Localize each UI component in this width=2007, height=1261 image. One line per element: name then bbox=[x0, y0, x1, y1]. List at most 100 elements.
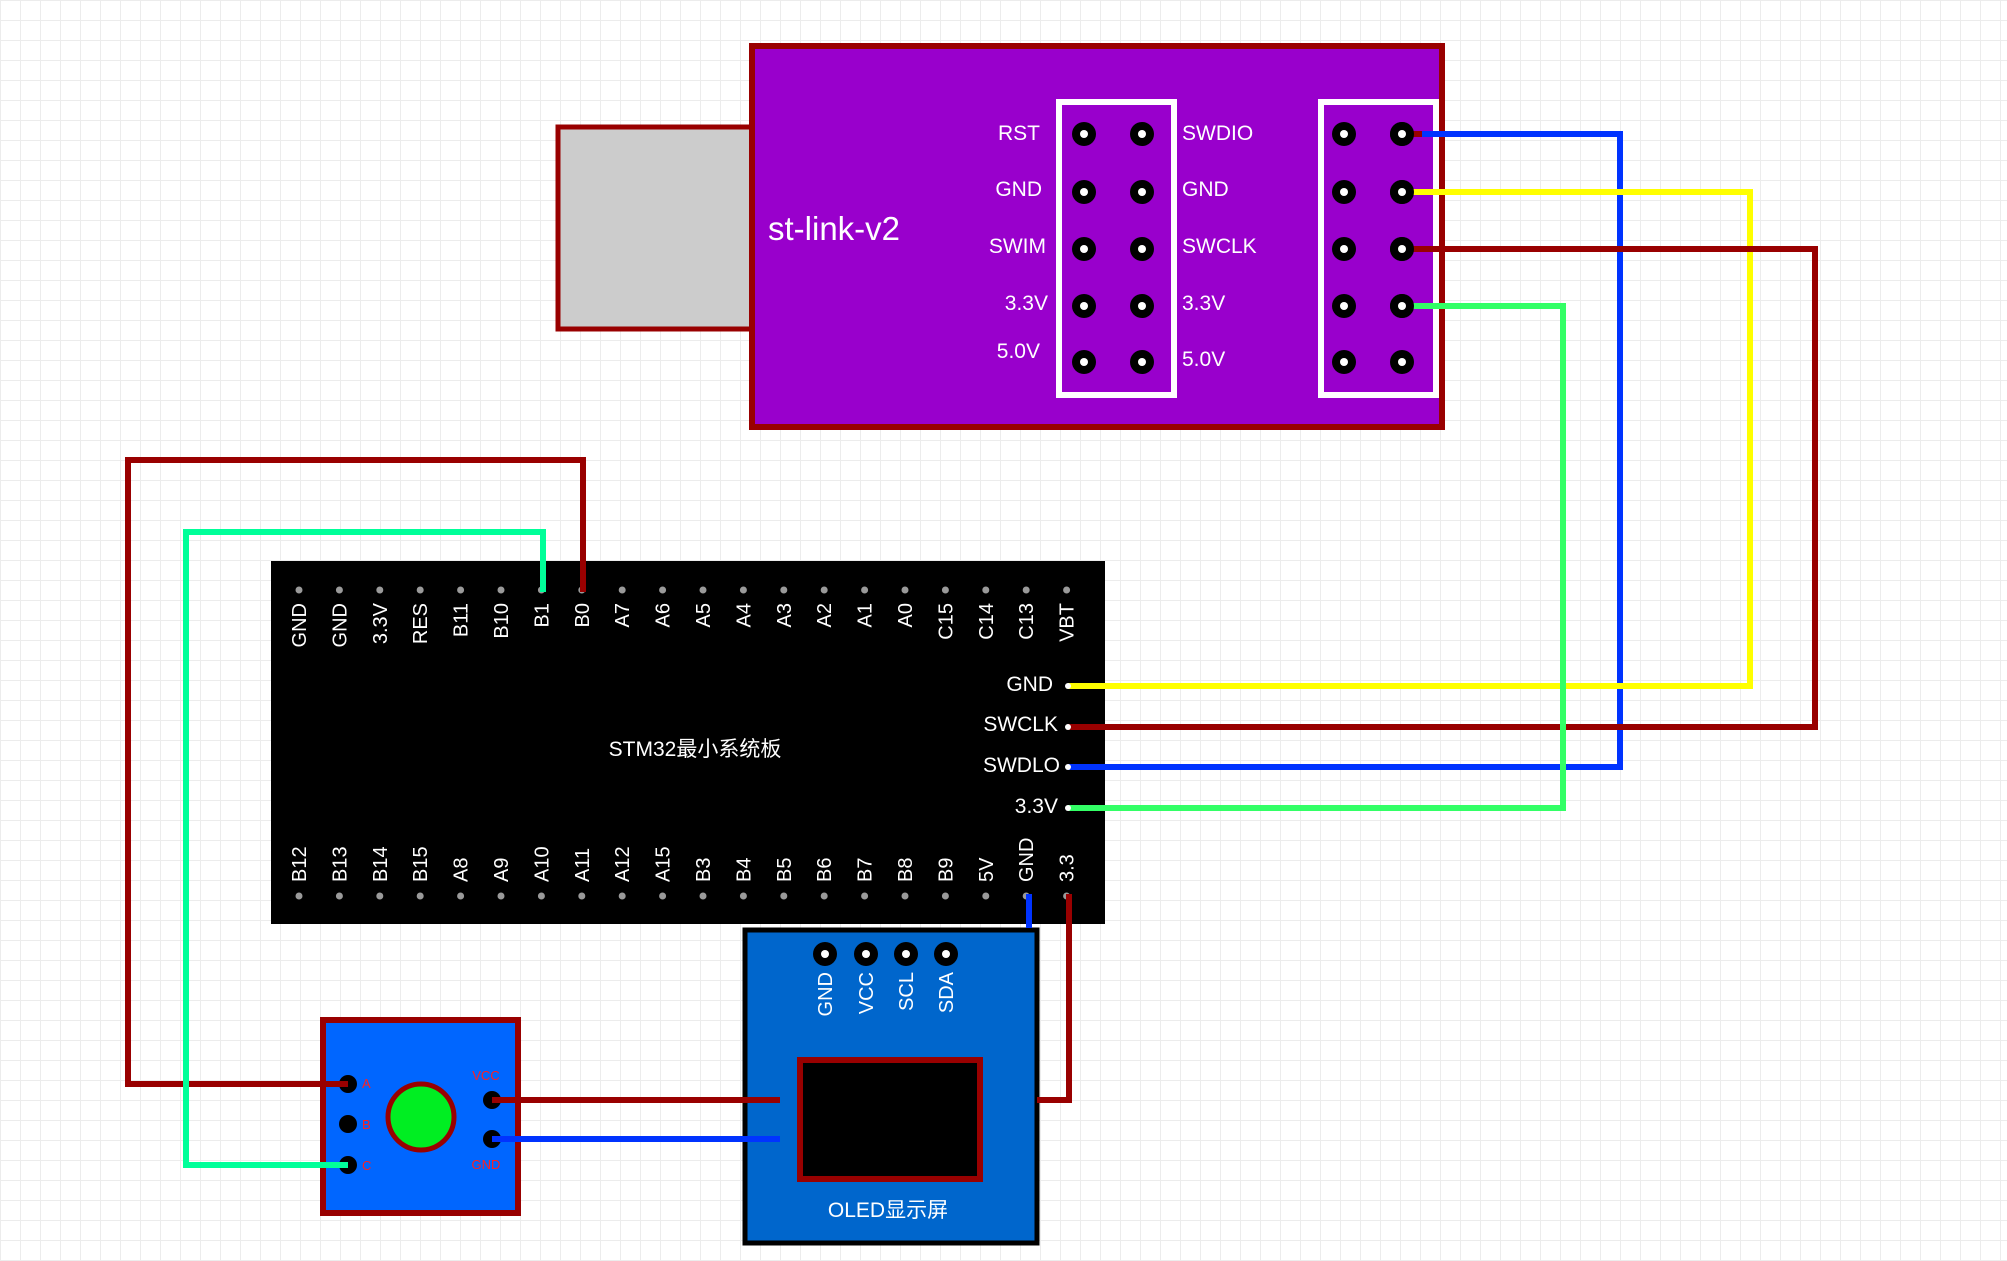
encoder-label-vcc: VCC bbox=[472, 1068, 499, 1083]
stm32-bottom-pin-dot bbox=[820, 892, 828, 900]
stm32-bottom-pin-dot bbox=[457, 892, 465, 900]
stm32-side-swclk: SWCLK bbox=[983, 713, 1058, 736]
stlink-pin-r1c1 bbox=[1072, 122, 1096, 146]
stm32-bottom-pin-dot bbox=[416, 892, 424, 900]
stlink-pin-r3c1 bbox=[1072, 237, 1096, 261]
stlink-label-rst: RST bbox=[998, 122, 1040, 145]
stlink-label-5v0b: 5.0V bbox=[1182, 348, 1225, 371]
stm32-top-pin-label: VBT bbox=[1057, 603, 1079, 642]
oled-pin-label: VCC bbox=[856, 972, 878, 1014]
stm32-top-pin-label: A3 bbox=[774, 603, 796, 627]
stm32-body bbox=[271, 561, 1105, 924]
stm32-side-pins: GND SWCLK SWDLO 3.3V bbox=[983, 673, 1060, 818]
stm32-bottom-pin-dot bbox=[780, 892, 788, 900]
stm32-top-pin-dot bbox=[780, 586, 788, 594]
stlink-pin-r2c3 bbox=[1332, 180, 1356, 204]
stm32-bottom-pin-label: A12 bbox=[612, 846, 634, 882]
encoder-label-b: B bbox=[362, 1117, 371, 1132]
stm32-top-pin-label: A5 bbox=[693, 603, 715, 627]
stlink-pin-r3c3 bbox=[1332, 237, 1356, 261]
stlink-label-gnd2: GND bbox=[1182, 178, 1229, 201]
stm32-bottom-pin-label: A10 bbox=[531, 846, 553, 882]
stlink-wire-pin bbox=[1390, 180, 1414, 204]
stm32-top-pin-dot bbox=[376, 586, 384, 594]
wire-3v3 bbox=[1068, 303, 1566, 811]
stlink-label-3v3b: 3.3V bbox=[1182, 292, 1225, 315]
oled-pin-label: SCL bbox=[896, 972, 918, 1011]
stm32-bottom-pin-label: B8 bbox=[895, 858, 917, 882]
wire-3v3-vcc bbox=[1037, 894, 1072, 1103]
stm32-bottom-pin-label: B14 bbox=[370, 846, 392, 882]
wire-connector-dots bbox=[1065, 122, 1414, 811]
stlink-body bbox=[749, 43, 1445, 430]
stm32-top-pin-dot bbox=[497, 586, 505, 594]
stm32-top-pin-label: A1 bbox=[855, 603, 877, 627]
stm32-top-pin-label: C13 bbox=[1016, 603, 1038, 640]
stlink-pin-r4c3 bbox=[1332, 294, 1356, 318]
stm32-top-pin-dot bbox=[1022, 586, 1030, 594]
stlink-header-left bbox=[1056, 99, 1177, 398]
stm32-bottom-pin-label: A8 bbox=[451, 858, 473, 882]
oled-screen bbox=[797, 1057, 983, 1182]
oled-pin-hole bbox=[854, 942, 878, 966]
stlink-pin-r5c1 bbox=[1072, 350, 1096, 374]
stm32-side-gnd: GND bbox=[1006, 673, 1053, 696]
wire-gnd bbox=[1068, 189, 1753, 689]
oled-pin-hole bbox=[813, 942, 837, 966]
stm32-top-pin-dot bbox=[335, 586, 343, 594]
stm32-bottom-pin-dot bbox=[982, 892, 990, 900]
stm32-bottom-pin-label: B6 bbox=[814, 858, 836, 882]
stlink-pin-r2c1 bbox=[1072, 180, 1096, 204]
stm32-top-pin-dot bbox=[861, 586, 869, 594]
stm32-top-pin-dot bbox=[295, 586, 303, 594]
wire-end-dot bbox=[1065, 724, 1071, 730]
stm32-top-pin-dot bbox=[1063, 586, 1071, 594]
stm32-bottom-pin-dot bbox=[699, 892, 707, 900]
stm32-bottom-pin-label: GND bbox=[1016, 838, 1038, 882]
stm32-top-pin-dot bbox=[739, 586, 747, 594]
stm32-top-pin-label: 3.3V bbox=[370, 602, 392, 644]
stm32-side-3v3: 3.3V bbox=[1015, 795, 1058, 818]
wire-b1-encoder-c bbox=[183, 529, 546, 1168]
wire-end-dot bbox=[1065, 764, 1071, 770]
stm32-bottom-pin-dot bbox=[901, 892, 909, 900]
stm32-bottom-pin-label: B4 bbox=[733, 858, 755, 882]
stlink-label-5v0: 5.0V bbox=[997, 340, 1040, 363]
stlink-pin-r4c2 bbox=[1130, 294, 1154, 318]
encoder-module: A B C VCC GND bbox=[320, 1017, 521, 1216]
encoder-label-a: A bbox=[362, 1076, 371, 1091]
stlink-right-labels: SWDIO GND SWCLK 3.3V 5.0V bbox=[1182, 122, 1257, 371]
stm32-top-pin-dot bbox=[659, 586, 667, 594]
stlink-pin-r3c2 bbox=[1130, 237, 1154, 261]
stm32-top-pin-label: GND bbox=[289, 603, 311, 647]
stm32-top-pin-dot bbox=[901, 586, 909, 594]
stm32-bottom-pin-label: 3.3 bbox=[1057, 854, 1079, 882]
stlink-left-labels: RST GND SWIM 3.3V 5.0V bbox=[989, 122, 1048, 363]
stm32-bottom-pin-label: B7 bbox=[855, 858, 877, 882]
stlink-label-swdio: SWDIO bbox=[1182, 122, 1253, 145]
wires bbox=[125, 131, 1818, 1168]
stlink-label-3v3: 3.3V bbox=[1005, 292, 1048, 315]
stlink-module: st-link-v2 RST GND SWIM 3.3V 5.0V SWDIO … bbox=[555, 43, 1445, 430]
stm32-bottom-pin-dot bbox=[861, 892, 869, 900]
stm32-bottom-pin-dot bbox=[659, 892, 667, 900]
stlink-label-swim: SWIM bbox=[989, 235, 1046, 258]
stm32-bottom-pin-label: 5V bbox=[976, 857, 998, 882]
wire-b0-encoder-a bbox=[125, 457, 586, 1087]
stm32-top-pin-dot bbox=[699, 586, 707, 594]
stm32-top-pin-dot bbox=[820, 586, 828, 594]
stm32-top-pin-label: C14 bbox=[976, 603, 998, 640]
stm32-bottom-pin-label: B3 bbox=[693, 858, 715, 882]
stm32-bottom-pin-label: A11 bbox=[572, 848, 594, 882]
stm32-top-pin-label: GND bbox=[329, 603, 351, 647]
stm32-side-swdlo: SWDLO bbox=[983, 754, 1060, 777]
wire-swclk bbox=[1068, 246, 1818, 730]
oled-title: OLED显示屏 bbox=[828, 1199, 948, 1222]
stlink-pin-r1c2 bbox=[1130, 122, 1154, 146]
stm32-top-pin-dot bbox=[982, 586, 990, 594]
oled-pin-hole bbox=[894, 942, 918, 966]
